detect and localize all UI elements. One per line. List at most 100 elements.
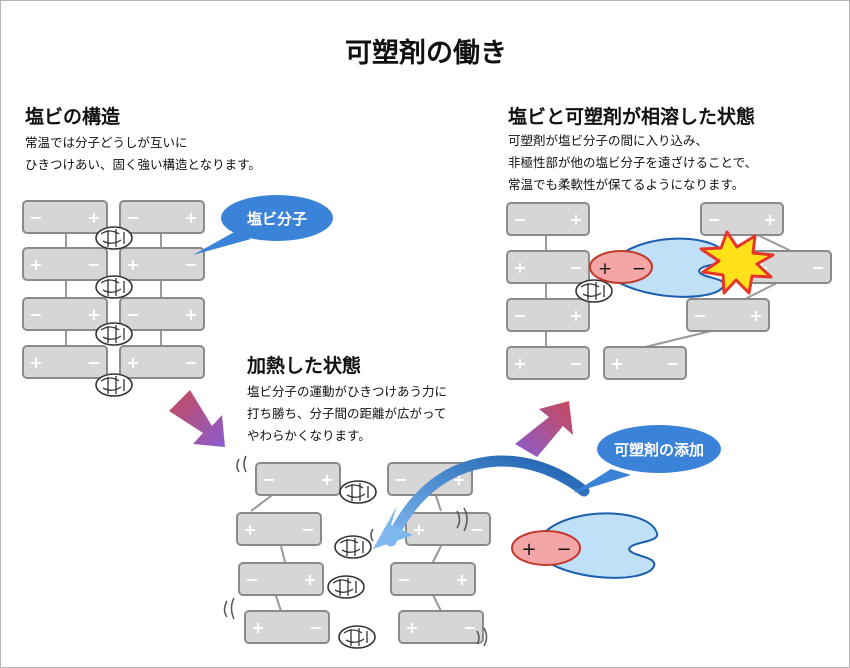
- repulsion-spark-icon: [699, 230, 775, 295]
- pvc-molecule-bubble: 塩ビ分子: [221, 195, 333, 241]
- molecule-left-charge: +: [513, 258, 526, 277]
- molecule-left-charge: +: [29, 353, 42, 372]
- vibration-marks: [223, 455, 488, 647]
- molecule-left-charge: −: [126, 305, 139, 324]
- molecule-left-charge: −: [513, 306, 526, 325]
- pvc-structure-heading: 塩ビの構造: [25, 106, 121, 128]
- molecule-left-charge: +: [405, 618, 418, 637]
- molecule-right-charge: −: [470, 520, 483, 539]
- molecule-left-charge: +: [513, 354, 526, 373]
- handshake-icon: [327, 575, 365, 599]
- heat-desc-line-3: やわらかくなります。: [247, 428, 371, 443]
- molecule-right-charge: +: [569, 306, 582, 325]
- mix-desc-line-2: 非極性部が他の塩ビ分子を遠ざけることで、: [508, 155, 758, 170]
- plasticizer-minus: −: [556, 539, 571, 560]
- pvc-molecule-block: −+: [119, 297, 205, 331]
- heated-molecule-block: +−: [244, 610, 330, 644]
- molecule-right-charge: −: [184, 255, 197, 274]
- compatible-molecule-block: −+: [506, 202, 590, 236]
- heated-molecule-block: +−: [236, 512, 322, 546]
- molecule-right-charge: +: [184, 208, 197, 227]
- handshake-icon: [95, 226, 133, 250]
- molecule-left-charge: −: [245, 570, 258, 589]
- molecule-left-charge: −: [126, 208, 139, 227]
- handshake-icon: [95, 373, 133, 397]
- plasticizer-bubble-tail: [573, 469, 631, 493]
- pvc-molecule-block: +−: [119, 345, 205, 379]
- molecule-right-charge: −: [569, 354, 582, 373]
- heated-molecule-block: +−: [398, 610, 484, 644]
- molecule-left-charge: −: [707, 210, 720, 229]
- molecule-right-charge: −: [87, 255, 100, 274]
- handshake-icon: [95, 322, 133, 346]
- handshake-icon: [338, 625, 376, 649]
- pvc-molecule-block: +−: [119, 247, 205, 281]
- pvc-molecule-block: −+: [119, 200, 205, 234]
- molecule-left-charge: −: [29, 305, 42, 324]
- molecule-right-charge: −: [463, 618, 476, 637]
- heated-molecule-block: +−: [405, 512, 491, 546]
- plasticizer-plus: +: [521, 539, 536, 560]
- molecule-right-charge: +: [87, 208, 100, 227]
- pvc-bubble-tail: [193, 231, 251, 255]
- mix-desc-line-3: 常温でも柔軟性が保てるようになります。: [508, 177, 745, 192]
- compatible-molecule-block: +−: [506, 346, 590, 380]
- handshake-icon: [575, 279, 613, 303]
- curved-arrow-head: [373, 506, 413, 549]
- plasticizer-result-arrow: [515, 401, 573, 457]
- inserted-plasticizer-polar: [589, 250, 653, 284]
- compatible-structure-group: −++−−++−−++−−++− + −: [506, 202, 832, 380]
- molecule-right-charge: −: [666, 354, 679, 373]
- molecule-left-charge: +: [126, 255, 139, 274]
- heating-arrow: [169, 390, 225, 447]
- compatible-molecule-block: −+: [506, 298, 590, 332]
- compatible-state-description: 可塑剤が塩ビ分子の間に入り込み、 非極性部が他の塩ビ分子を遠ざけることで、 常温…: [508, 130, 757, 196]
- heated-structure-group: −+−++−+−−+−++−+−: [223, 455, 491, 649]
- molecule-left-charge: −: [262, 470, 275, 489]
- molecule-right-charge: +: [749, 306, 762, 325]
- heated-state-description: 塩ビ分子の運動がひきつけあう力に 打ち勝ち、分子間の距離が広がって やわらかくな…: [247, 381, 447, 447]
- molecule-right-charge: −: [569, 258, 582, 277]
- molecule-right-charge: +: [303, 570, 316, 589]
- handshake-icon: [334, 535, 372, 559]
- pvc-desc-line-1: 常温では分子どうしが互いに: [25, 135, 188, 150]
- compatible-molecule-block: +−: [603, 346, 687, 380]
- handshake-icon: [95, 275, 133, 299]
- molecule-right-charge: −: [87, 353, 100, 372]
- molecule-left-charge: +: [251, 618, 264, 637]
- molecule-left-charge: +: [243, 520, 256, 539]
- heat-desc-line-1: 塩ビ分子の運動がひきつけあう力に: [247, 384, 448, 399]
- heat-desc-line-2: 打ち勝ち、分子間の距離が広がって: [247, 406, 447, 421]
- molecule-left-charge: +: [610, 354, 623, 373]
- molecule-left-charge: −: [513, 210, 526, 229]
- molecule-right-charge: +: [569, 210, 582, 229]
- plasticizer-addition-bubble: 可塑剤の添加: [597, 425, 721, 473]
- pvc-structure-description: 常温では分子どうしが互いに ひきつけあい、固く強い構造となります。: [25, 132, 261, 176]
- molecule-right-charge: +: [455, 570, 468, 589]
- heated-molecule-block: −+: [255, 462, 341, 496]
- inserted-plasticizer-body: [615, 237, 728, 298]
- molecule-right-charge: −: [301, 520, 314, 539]
- pvc-molecule-block: +−: [22, 247, 108, 281]
- plasticizer-curved-arrow: [385, 455, 590, 547]
- molecule-right-charge: +: [763, 210, 776, 229]
- pvc-molecule-block: −+: [22, 200, 108, 234]
- molecule-right-charge: −: [309, 618, 322, 637]
- heated-state-heading: 加熱した状態: [247, 355, 362, 377]
- molecule-left-charge: +: [29, 255, 42, 274]
- heated-molecule-block: −+: [238, 562, 324, 596]
- compatible-molecule-block: −+: [700, 202, 784, 236]
- compatible-molecule-block: −+: [686, 298, 770, 332]
- molecule-right-charge: +: [320, 470, 333, 489]
- molecule-left-charge: +: [126, 353, 139, 372]
- heated-molecule-block: −+: [390, 562, 476, 596]
- pvc-molecule-block: −+: [22, 297, 108, 331]
- inserted-minus: −: [632, 259, 646, 279]
- molecule-right-charge: −: [184, 353, 197, 372]
- molecule-right-charge: −: [811, 258, 824, 277]
- molecule-left-charge: −: [693, 306, 706, 325]
- molecule-right-charge: +: [87, 305, 100, 324]
- pvc-structure-group: −+−++−+−−+−++−+−: [22, 200, 205, 397]
- mix-desc-line-1: 可塑剤が塩ビ分子の間に入り込み、: [508, 133, 709, 148]
- handshake-icon: [339, 480, 377, 504]
